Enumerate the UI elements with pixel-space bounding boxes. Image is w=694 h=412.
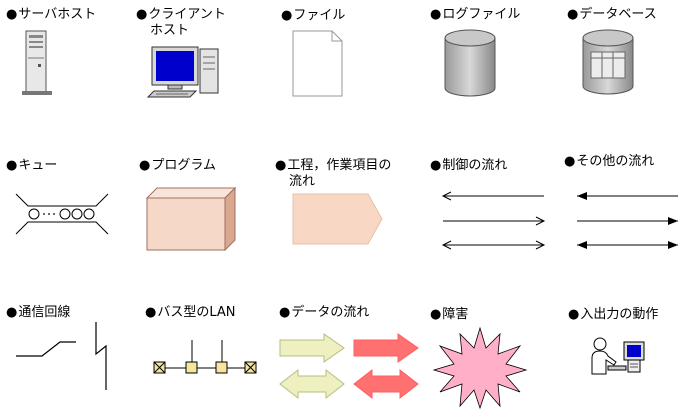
bullet-icon: ● <box>279 305 291 320</box>
label-queue: ●キュー <box>6 158 58 173</box>
data-flow-arrows-icon <box>279 333 419 400</box>
bullet-icon: ● <box>139 158 151 173</box>
bullet-icon: ● <box>6 7 18 22</box>
bullet-icon: ● <box>430 7 442 22</box>
bullet-icon: ● <box>136 7 148 22</box>
bullet-icon: ● <box>6 305 18 320</box>
label-comm-line: ●通信回線 <box>6 305 71 320</box>
client-host-icon <box>146 46 219 98</box>
database-icon <box>582 29 634 95</box>
file-icon <box>292 30 343 97</box>
program-box-icon <box>145 186 237 252</box>
label-database: ●データベース <box>567 7 657 22</box>
process-flow-arrow-icon <box>292 193 383 245</box>
bullet-icon: ● <box>567 7 579 22</box>
label-failure: ●障害 <box>430 307 469 322</box>
bullet-icon: ● <box>430 158 442 173</box>
other-flow-arrows-icon <box>577 192 678 249</box>
bullet-icon: ● <box>275 158 287 173</box>
failure-burst-icon <box>432 326 528 410</box>
control-flow-arrows-icon <box>441 191 546 250</box>
bus-lan-icon <box>153 340 257 374</box>
log-file-cylinder-icon <box>444 29 496 97</box>
label-client-host: ●クライアント ホスト <box>136 7 226 38</box>
server-host-icon <box>22 30 52 95</box>
bullet-icon: ● <box>430 307 442 322</box>
io-operation-icon <box>591 337 645 375</box>
label-log-file: ●ログファイル <box>430 7 521 22</box>
label-server-host: ●サーバホスト <box>6 7 97 22</box>
label-process-flow: ●工程，作業項目の 流れ <box>275 158 392 189</box>
label-data-flow: ●データの流れ <box>279 305 370 320</box>
comm-line-icon <box>16 322 107 390</box>
bullet-icon: ● <box>145 305 157 320</box>
label-file: ●ファイル <box>281 8 346 23</box>
bullet-icon: ● <box>6 158 18 173</box>
bullet-icon: ● <box>568 307 580 322</box>
label-io-operation: ●入出力の動作 <box>568 307 659 322</box>
bullet-icon: ● <box>564 154 576 169</box>
bullet-icon: ● <box>281 8 293 23</box>
queue-icon <box>15 193 109 235</box>
label-program: ●プログラム <box>139 158 216 173</box>
label-control-flow: ●制御の流れ <box>430 158 508 173</box>
label-other-flow: ●その他の流れ <box>564 154 655 169</box>
label-bus-lan: ●バス型のLAN <box>145 305 236 320</box>
